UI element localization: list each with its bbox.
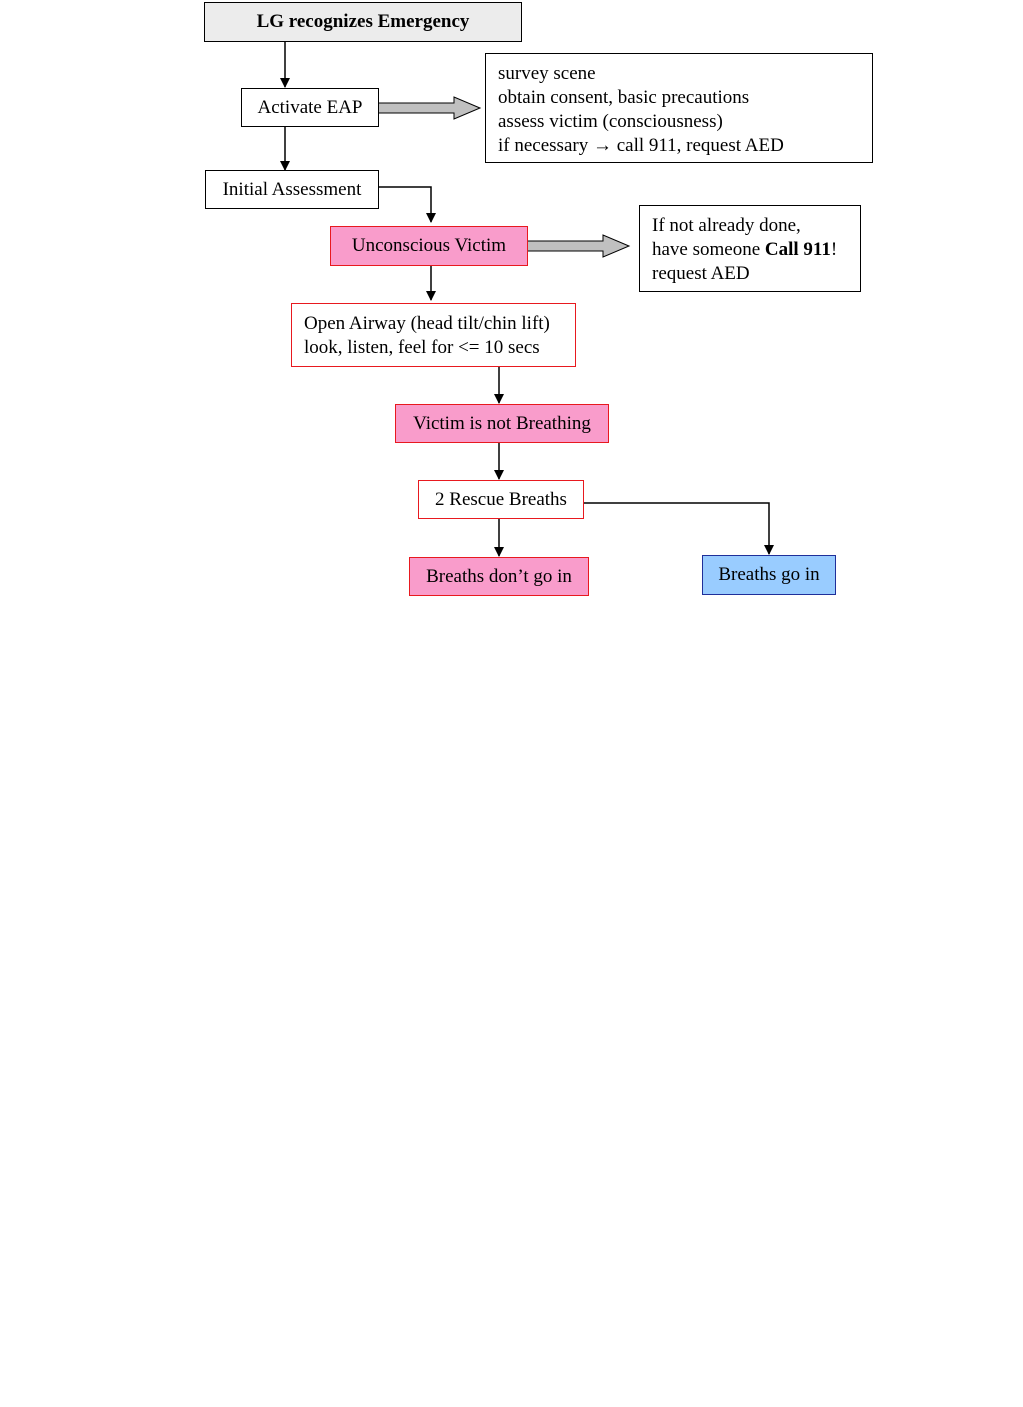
block-arrow-call-note <box>520 234 631 258</box>
unconscious-victim-node: Unconscious Victim <box>330 226 528 266</box>
not-breathing-label: Victim is not Breathing <box>413 412 591 434</box>
eap-step-3: assess victim (consciousness) <box>498 111 723 132</box>
call-note-line-2: have someone Call 911! <box>652 238 848 262</box>
eap-step-4: if necessary → call 911, request AED <box>498 135 784 156</box>
open-airway-line-2: look, listen, feel for <= 10 secs <box>304 337 540 358</box>
call-note-line-1: If not already done, <box>652 215 801 236</box>
initial-assessment-node: Initial Assessment <box>205 170 379 209</box>
start-node: LG recognizes Emergency <box>204 2 522 42</box>
call-911-emphasis: Call 911 <box>764 239 831 260</box>
eap-step-1: survey scene <box>498 63 596 84</box>
breaths-go-in-label: Breaths go in <box>718 564 820 585</box>
block-arrow-eap-details <box>371 96 482 120</box>
call-note-line-3: request AED <box>652 263 750 284</box>
arrow-rescue-to-go-in <box>584 502 774 555</box>
breaths-dont-go-in-node: Breaths don’t go in <box>409 557 589 596</box>
open-airway-node: Open Airway (head tilt/chin lift) look, … <box>291 303 576 367</box>
rescue-breaths-label: 2 Rescue Breaths <box>435 488 567 510</box>
arrow-assessment-to-unconscious <box>379 186 436 223</box>
eap-steps-note: survey scene obtain consent, basic preca… <box>485 53 873 163</box>
call-note-suffix: ! <box>830 239 838 260</box>
not-breathing-node: Victim is not Breathing <box>395 404 609 443</box>
call-note-prefix: have someone <box>652 239 765 260</box>
eap-step-2: obtain consent, basic precautions <box>498 87 750 108</box>
call-911-note: If not already done, have someone Call 9… <box>639 205 861 292</box>
breaths-go-in-node: Breaths go in <box>702 555 836 595</box>
initial-assessment-label: Initial Assessment <box>222 178 362 200</box>
breaths-dont-go-in-label: Breaths don’t go in <box>426 565 572 587</box>
open-airway-line-1: Open Airway (head tilt/chin lift) <box>304 313 550 334</box>
start-node-label: LG recognizes Emergency <box>256 11 470 32</box>
rescue-breaths-node: 2 Rescue Breaths <box>418 480 584 519</box>
unconscious-victim-label: Unconscious Victim <box>351 235 507 256</box>
activate-eap-node: Activate EAP <box>241 88 379 127</box>
activate-eap-label: Activate EAP <box>257 96 363 118</box>
